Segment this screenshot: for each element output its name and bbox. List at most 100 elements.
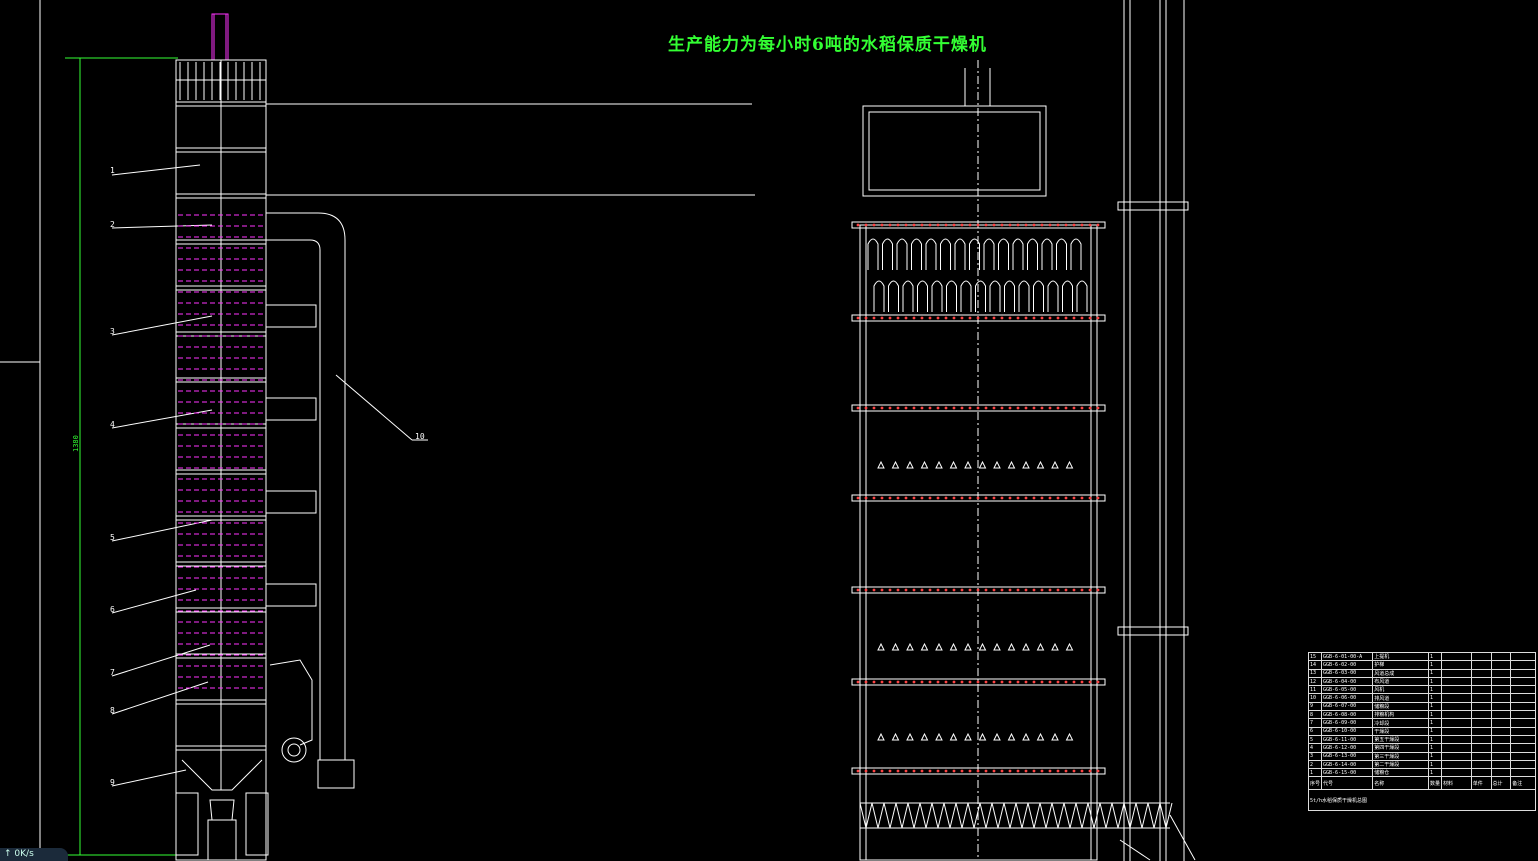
bolt-dot [1088, 496, 1092, 500]
bom-cell [1510, 726, 1536, 736]
bolt-dot [1080, 588, 1084, 592]
bolt-dot [856, 496, 860, 500]
bolt-dot [928, 223, 932, 227]
bolt-dot [872, 769, 876, 773]
bolt-dot [1072, 223, 1076, 227]
triangle-marker [935, 460, 943, 469]
bolt-dot [1040, 223, 1044, 227]
bolt-dot [1088, 769, 1092, 773]
arch-window [896, 238, 908, 270]
bolt-dot [936, 588, 940, 592]
bolt-dot [1088, 680, 1092, 684]
bom-cell: 1 [1307, 768, 1323, 778]
arch-window [1056, 238, 1067, 270]
bolt-dot [1000, 769, 1004, 773]
bom-cell [1440, 768, 1472, 778]
bom-cell [1490, 751, 1512, 761]
bolt-dot [944, 223, 948, 227]
bom-cell: 2 [1307, 759, 1323, 770]
bom-cell [1510, 668, 1536, 678]
bolt-dot [912, 680, 916, 684]
bom-cell [1440, 701, 1472, 712]
bom-cell: 1 [1427, 693, 1442, 703]
bolt-dot [1080, 316, 1084, 320]
bolt-dot [896, 496, 900, 500]
callout-6: 6 [110, 605, 115, 614]
upload-arrow-icon: ↑ [4, 849, 15, 859]
bolt-dot [896, 406, 900, 410]
triangle-marker [1036, 732, 1045, 741]
bolt-dot [1096, 316, 1100, 320]
bolt-dot [968, 680, 972, 684]
bolt-dot [856, 769, 860, 773]
bolt-dot [872, 588, 876, 592]
triangle-marker [920, 642, 929, 651]
bolt-dot [1024, 769, 1028, 773]
bolt-dot [1080, 769, 1084, 773]
bolt-dot [976, 588, 980, 592]
bolt-dot [992, 406, 996, 410]
bolt-dot [1040, 588, 1044, 592]
bolt-dot [992, 769, 996, 773]
triangle-marker [1007, 642, 1016, 651]
callout-10: 10 [415, 432, 425, 441]
arch-window [989, 280, 1001, 312]
bom-cell [1490, 743, 1512, 753]
bolt-dot [1032, 496, 1036, 500]
bolt-dot [968, 769, 972, 773]
triangle-marker [906, 732, 914, 741]
bom-cell: GGB-6-14-00 [1321, 759, 1374, 770]
height-dimension-label: 1380 [72, 435, 80, 452]
arch-window [911, 238, 922, 270]
bolt-dot [1008, 588, 1012, 592]
arch-window [954, 238, 966, 270]
bolt-dot [888, 769, 892, 773]
bolt-dot [984, 223, 988, 227]
bom-cell [1440, 676, 1472, 687]
bolt-dot [1096, 496, 1100, 500]
bolt-dot [880, 588, 884, 592]
bolt-dot [1072, 406, 1076, 410]
duct-branch [265, 490, 317, 514]
arch-window [931, 280, 943, 312]
triangle-marker [906, 460, 914, 469]
bom-cell [1470, 660, 1492, 670]
bom-cell: GGB-6-09-00 [1321, 718, 1374, 728]
bom-cell [1510, 743, 1536, 753]
network-status: ↑ 0K/s [0, 848, 68, 861]
triangle-marker [978, 732, 987, 741]
bom-cell [1490, 759, 1512, 770]
bolt-dot [904, 680, 908, 684]
triangle-marker [1022, 460, 1030, 469]
bolt-dot [976, 680, 980, 684]
bolt-dot [1032, 223, 1036, 227]
bolt-dot [864, 496, 868, 500]
bom-cell [1510, 685, 1536, 695]
bolt-dot [1040, 496, 1044, 500]
bom-cell: 干燥段 [1372, 726, 1429, 736]
bolt-dot [904, 316, 908, 320]
arch-window [882, 238, 893, 270]
triangle-marker [993, 732, 1001, 741]
bolt-dot [856, 406, 860, 410]
callout-leaders [111, 164, 428, 787]
discharge-hopper [175, 759, 269, 861]
drawing-title: 生产能力为每小时6吨的水稻保质干燥机 [668, 35, 987, 55]
bolt-dot [920, 769, 924, 773]
arch-window [1004, 280, 1015, 312]
bom-cell [1490, 726, 1512, 736]
arch-window [1041, 238, 1053, 270]
bolt-dot [944, 680, 948, 684]
bom-cell: 第四干燥段 [1372, 743, 1429, 753]
bom-cell [1470, 676, 1492, 687]
bom-cell: GGB-6-03-00 [1321, 668, 1374, 678]
bolt-dot [1088, 588, 1092, 592]
triangle-marker [891, 732, 900, 741]
bom-cell [1470, 701, 1492, 712]
bolt-dot [912, 316, 916, 320]
